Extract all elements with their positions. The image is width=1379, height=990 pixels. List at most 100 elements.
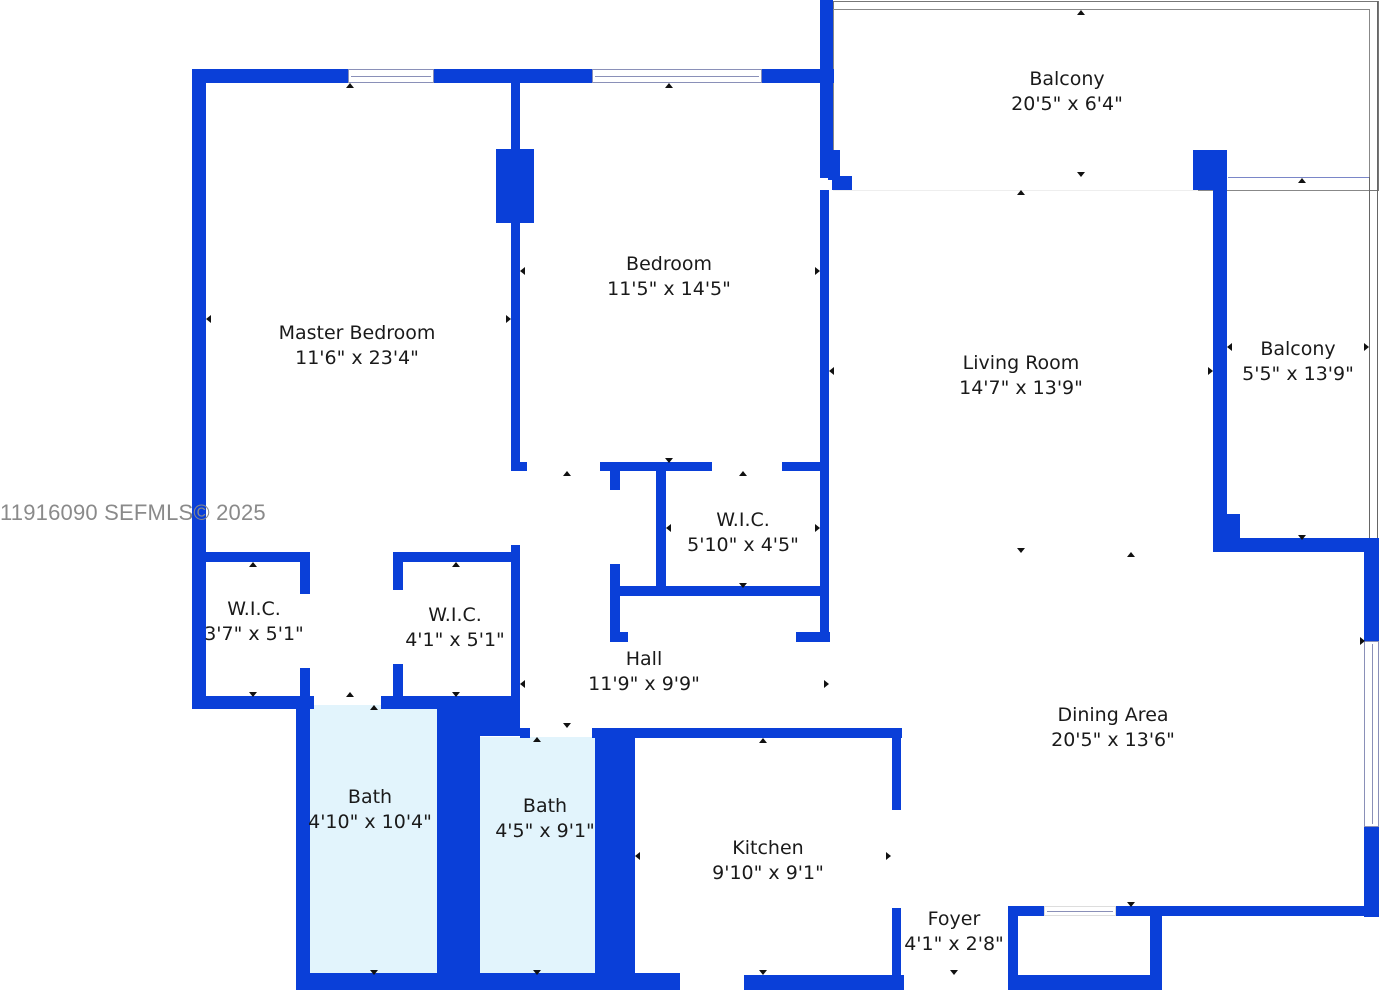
room-name: Balcony — [1029, 68, 1105, 90]
room-name: Master Bedroom — [278, 322, 436, 344]
wall — [496, 149, 534, 223]
dimension-marker — [739, 583, 747, 588]
room-label-dining-area: Dining Area 20'5" x 13'6" — [1051, 703, 1175, 753]
wall — [744, 975, 904, 990]
wall — [762, 69, 834, 83]
room-label-bath-1: Bath 4'10" x 10'4" — [308, 785, 432, 835]
bath-2-floor — [480, 737, 595, 973]
wall — [192, 69, 350, 83]
wall — [832, 176, 852, 190]
room-dims: 5'10" x 4'5" — [687, 534, 799, 556]
watermark: 11916090 SEFMLS© 2025 — [0, 500, 266, 525]
room-label-foyer: Foyer 4'1" x 2'8" — [904, 907, 1004, 957]
room-label-balcony-top: Balcony 20'5" x 6'4" — [1011, 67, 1123, 117]
room-label-wic-left: W.I.C. 3'7" x 5'1" — [204, 597, 304, 647]
room-label-balcony-side: Balcony 5'5" x 13'9" — [1242, 337, 1354, 387]
dimension-marker — [346, 83, 354, 88]
dimension-marker — [1360, 637, 1365, 645]
wall — [296, 705, 310, 990]
dimension-marker — [452, 562, 460, 567]
room-dims: 4'1" x 2'8" — [904, 933, 1004, 955]
dimension-marker — [563, 723, 571, 728]
room-label-bath-2: Bath 4'5" x 9'1" — [495, 794, 595, 844]
room-dims: 11'6" x 23'4" — [295, 347, 419, 369]
dimension-marker — [506, 315, 511, 323]
dimension-marker — [635, 852, 640, 860]
room-name: Dining Area — [1057, 704, 1169, 726]
dimension-marker — [1208, 367, 1213, 375]
dimension-marker — [1017, 548, 1025, 553]
living-top-edge — [833, 190, 1198, 191]
wall — [296, 973, 680, 990]
wall — [595, 728, 635, 990]
wall — [828, 150, 840, 180]
dimension-marker — [759, 970, 767, 975]
dimension-marker — [1127, 902, 1135, 907]
room-label-wic-right: W.I.C. 4'1" x 5'1" — [405, 603, 505, 653]
dimension-marker — [1364, 343, 1369, 351]
room-label-master-bedroom: Master Bedroom 11'6" x 23'4" — [279, 321, 436, 371]
dimension-marker — [206, 315, 211, 323]
wall — [1008, 906, 1018, 990]
wall — [192, 69, 206, 709]
wall — [393, 552, 403, 590]
wall — [656, 462, 666, 590]
wall — [610, 462, 620, 490]
room-dims: 4'10" x 10'4" — [308, 811, 432, 833]
room-name: Balcony — [1260, 338, 1336, 360]
room-dims: 11'9" x 9'9" — [588, 673, 700, 695]
wall — [393, 552, 517, 562]
wall — [437, 705, 480, 990]
room-name: Foyer — [927, 908, 981, 930]
room-name: Bath — [522, 795, 568, 817]
wall — [434, 69, 594, 83]
room-name: W.I.C. — [716, 509, 770, 531]
room-name: Kitchen — [732, 837, 804, 859]
balcony-right-edge-outer — [1377, 1, 1378, 542]
dimension-marker — [249, 562, 257, 567]
dimension-marker — [824, 680, 829, 688]
balcony-right-edge — [1369, 177, 1370, 542]
wall — [820, 190, 829, 640]
wall — [782, 462, 828, 471]
room-name: W.I.C. — [227, 598, 281, 620]
wall — [1008, 975, 1162, 990]
dimension-marker — [950, 970, 958, 975]
room-name: Bedroom — [626, 253, 712, 275]
room-dims: 9'10" x 9'1" — [712, 862, 824, 884]
dimension-marker — [815, 524, 820, 532]
wall — [300, 552, 310, 594]
window — [1364, 641, 1379, 827]
dimension-marker — [829, 367, 834, 375]
bath-1-floor — [310, 705, 437, 973]
dimension-marker — [533, 737, 541, 742]
room-dims: 20'5" x 6'4" — [1011, 93, 1123, 115]
wall — [892, 728, 901, 810]
room-dims: 4'5" x 9'1" — [495, 820, 595, 842]
wall — [820, 0, 833, 178]
wall — [610, 632, 628, 642]
room-name: Bath — [347, 786, 393, 808]
wall — [610, 564, 620, 642]
wall — [393, 664, 403, 708]
dimension-marker — [739, 471, 747, 476]
wall — [892, 908, 901, 990]
room-dims: 3'7" x 5'1" — [204, 623, 304, 645]
wall — [1364, 827, 1379, 917]
dimension-marker — [1017, 190, 1025, 195]
wall — [1150, 906, 1162, 990]
dimension-marker — [346, 692, 354, 697]
wall — [511, 545, 520, 710]
dimension-marker — [666, 524, 671, 532]
dimension-marker — [1077, 172, 1085, 177]
dimension-marker — [533, 970, 541, 975]
room-label-kitchen: Kitchen 9'10" x 9'1" — [712, 836, 824, 886]
dimension-marker — [563, 471, 571, 476]
dimension-marker — [370, 705, 378, 710]
wall — [796, 632, 830, 642]
room-dims: 20'5" x 13'6" — [1051, 729, 1175, 751]
window — [348, 69, 434, 83]
dimension-marker — [815, 267, 820, 275]
dimension-marker — [520, 267, 525, 275]
